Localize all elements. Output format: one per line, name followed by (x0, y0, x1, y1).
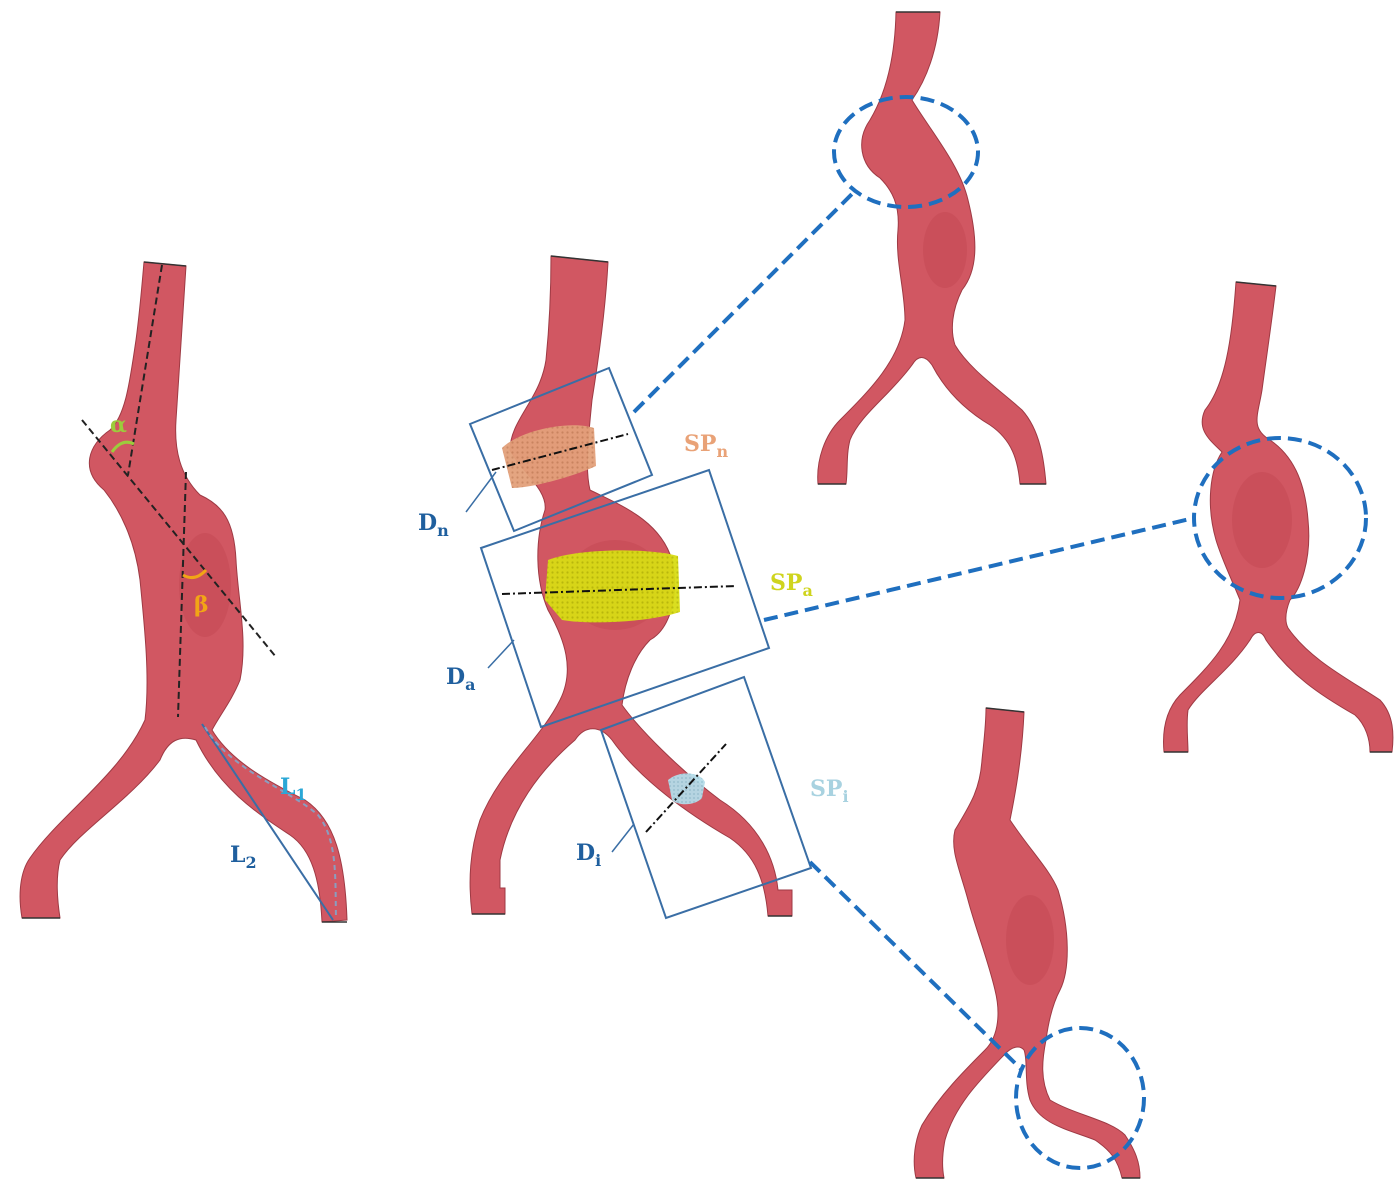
aneurysm-sac-shade (923, 212, 967, 288)
aneurysm-sac-shade (1232, 472, 1292, 568)
SPn-label: SPn (684, 431, 728, 461)
aneurysm-callout-line (764, 518, 1194, 620)
SPi-label: SPi (810, 776, 849, 806)
neck-callout-line (634, 190, 856, 412)
beta-label: β (194, 592, 209, 618)
Di-label: Di (576, 840, 601, 870)
aorta-model-angles: α β L1 L2 (20, 262, 347, 922)
aorta-variant-aneurysm (1164, 282, 1393, 752)
Dn-leader (466, 472, 496, 512)
Di-leader (612, 824, 634, 852)
aorta-variant-neck (818, 12, 1046, 484)
aneurysm-sac-shade (1006, 895, 1054, 985)
L1-label: L1 (280, 774, 307, 804)
aorta-model-sections: SPn SPa SPi Dn Da Di (418, 256, 849, 918)
aorta-variant-iliac (914, 708, 1140, 1178)
alpha-label: α (110, 412, 127, 438)
aneurysm-section-cloud (545, 550, 680, 622)
SPa-label: SPa (770, 570, 813, 600)
Da-label: Da (446, 664, 475, 694)
Dn-label: Dn (418, 510, 449, 540)
L2-label: L2 (230, 842, 257, 872)
Da-leader (488, 640, 514, 668)
